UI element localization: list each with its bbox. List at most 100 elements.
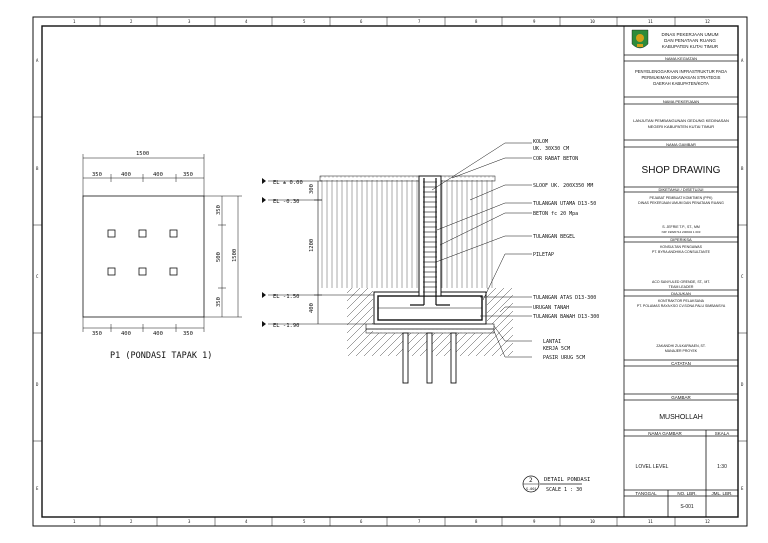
svg-text:3: 3 [188, 19, 191, 24]
svg-text:MANAJER PROYEK: MANAJER PROYEK [665, 349, 698, 353]
svg-text:PILETAP: PILETAP [533, 252, 554, 258]
scale-label: SKALA [715, 431, 730, 436]
svg-text:12: 12 [705, 19, 710, 24]
svg-text:1: 1 [73, 519, 76, 524]
agency-line-2: DAN PENATAAN RUANG [664, 38, 716, 43]
plan-dim-bottom-2: 400 [121, 331, 131, 337]
svg-text:4: 4 [245, 19, 248, 24]
elevation-0: EL ± 0.00 [273, 180, 303, 186]
svg-text:UK. 30X30 CM: UK. 30X30 CM [533, 146, 569, 152]
svg-text:9: 9 [533, 19, 536, 24]
svg-text:TEAM LEADER: TEAM LEADER [669, 285, 694, 289]
section-dim-0: 300 [309, 184, 315, 194]
svg-text:11: 11 [648, 19, 653, 24]
sheet-name-value: LOVEL LEVEL [636, 464, 669, 470]
svg-text:5: 5 [303, 19, 306, 24]
svg-text:3: 3 [188, 519, 191, 524]
svg-text:KONSULTAN PENGAWAS: KONSULTAN PENGAWAS [660, 245, 702, 249]
plan-dim-right-3: 350 [216, 297, 222, 307]
svg-text:COR RABAT BETON: COR RABAT BETON [533, 156, 578, 162]
sand-bed [365, 328, 495, 334]
foundation-section: EL ± 0.00 EL -0.30 EL -1.50 EL -1.90 300… [262, 139, 599, 493]
drawing-type: SHOP DRAWING [642, 165, 721, 176]
contractor-person: ZAKANDHI ZULKARNAEN, ST. [656, 344, 705, 348]
lean-concrete [365, 323, 495, 330]
pile-markers [107, 229, 178, 276]
elevation-2: EL -1.50 [273, 294, 300, 300]
plan-dim-top-4: 350 [183, 172, 193, 178]
activity-line-3: DAERAH KABUPATEN/KOTA [653, 81, 709, 86]
column [418, 175, 442, 297]
svg-text:KERJA 5CM: KERJA 5CM [543, 346, 570, 352]
svg-text:7: 7 [418, 19, 421, 24]
sheet-count-label: JML. LBR. [711, 491, 732, 496]
svg-text:D: D [741, 382, 744, 387]
svg-text:PEJABAT PEMBUAT KOMITMEN (PPK): PEJABAT PEMBUAT KOMITMEN (PPK) [650, 196, 713, 200]
svg-text:7: 7 [418, 519, 421, 524]
detail-title: DETAIL PONDASI [544, 477, 590, 483]
elevation-3: EL -1.90 [273, 323, 300, 329]
sheet-no-label: NO. LBR. [677, 491, 696, 496]
svg-text:PT. BYRA ANDHIKA CONSULTANTE: PT. BYRA ANDHIKA CONSULTANTE [652, 250, 711, 254]
section-dim-2: 400 [309, 303, 315, 313]
svg-text:8: 8 [475, 519, 478, 524]
svg-text:BETON fc 20 Mpa: BETON fc 20 Mpa [533, 211, 578, 217]
svg-text:11: 11 [648, 519, 653, 524]
plan-dim-right-1: 350 [216, 205, 222, 215]
plan-dim-total-top: 1500 [136, 151, 149, 157]
svg-text:KONTRAKTOR PELAKSANA: KONTRAKTOR PELAKSANA [658, 299, 705, 303]
checked-label: DIPERIKSA [670, 237, 692, 242]
approver-name: S. JEFRIE T.P., ST., MM [662, 225, 700, 229]
plan-dim-bottom-3: 400 [153, 331, 163, 337]
svg-text:2: 2 [130, 519, 133, 524]
job-label: NAMA PEKERJAAN [663, 99, 699, 104]
footing-plan-outline [82, 195, 205, 318]
drawing-name-label: NAMA GAMBAR [666, 142, 696, 147]
agency-logo [631, 29, 649, 49]
svg-text:6: 6 [360, 519, 363, 524]
detail-scale: SCALE 1 : 30 [546, 487, 582, 493]
sheet-name-label: NAMA GAMBAR [648, 431, 682, 436]
svg-text:2: 2 [529, 477, 533, 484]
drawing-label: GAMBAR [671, 395, 691, 400]
plan-dim-right-total: 1500 [232, 249, 238, 262]
sheet-no-value: S-001 [680, 504, 694, 510]
agency-line-1: DINAS PEKERJAAN UMUM [661, 32, 718, 37]
svg-text:10: 10 [590, 519, 595, 524]
svg-text:SLOOF UK. 200X350 MM: SLOOF UK. 200X350 MM [533, 183, 593, 189]
activity-label: NAMA KEGIATAN [665, 56, 697, 61]
approved-label: DIKETAHUI / DISETUJUI [658, 187, 703, 192]
svg-text:E: E [36, 486, 39, 491]
date-label: TANGGAL [635, 491, 657, 496]
svg-text:DINAS PEKERJAAN UMUM DAN PENAT: DINAS PEKERJAAN UMUM DAN PENATAAN RUANG [638, 201, 724, 205]
consultant-person: ACO SANYULED GRENDE, ST., MT. [652, 280, 710, 284]
plan-dim-top-1: 350 [92, 172, 102, 178]
elevation-1: EL -0.30 [273, 199, 300, 205]
plan-dim-right-2: 500 [216, 252, 222, 262]
svg-text:TULANGAN BEGEL: TULANGAN BEGEL [533, 234, 575, 240]
svg-text:5: 5 [303, 519, 306, 524]
plan-dim-bottom-1: 350 [92, 331, 102, 337]
svg-text:LANTAI: LANTAI [543, 339, 561, 345]
svg-text:A: A [36, 58, 39, 63]
job-line-2: NEGERI KABUPATEN KUTAI TIMUR [648, 124, 714, 129]
plan-title: P1 (PONDASI TAPAK 1) [110, 351, 212, 361]
svg-text:1: 1 [73, 19, 76, 24]
zone-labels: 1 2 3 4 5 6 7 8 9 10 11 12 1 2 3 4 5 6 7… [36, 19, 744, 524]
section-dim-1: 1200 [309, 239, 315, 252]
backfill-zone [320, 180, 495, 288]
notes-label: CATATAN [671, 361, 691, 366]
drawing-title: MUSHOLLAH [659, 414, 703, 421]
column-stirrups [423, 181, 437, 293]
svg-text:8: 8 [475, 19, 478, 24]
detail-callout: 2 S-001 DETAIL PONDASI SCALE 1 : 30 [522, 475, 590, 493]
plan-dim-bottom-4: 350 [183, 331, 193, 337]
svg-text:KOLOM: KOLOM [533, 139, 548, 145]
plan-dim-top-2: 400 [121, 172, 131, 178]
agency-line-3: KABUPATEN KUTAI TIMUR [662, 44, 719, 49]
outer-frame [32, 16, 748, 527]
activity-line-2: PERMUKIMAN DIKAWASAN STRATEGIS [642, 75, 721, 80]
floor-slab [319, 175, 496, 182]
svg-text:B: B [36, 166, 39, 171]
